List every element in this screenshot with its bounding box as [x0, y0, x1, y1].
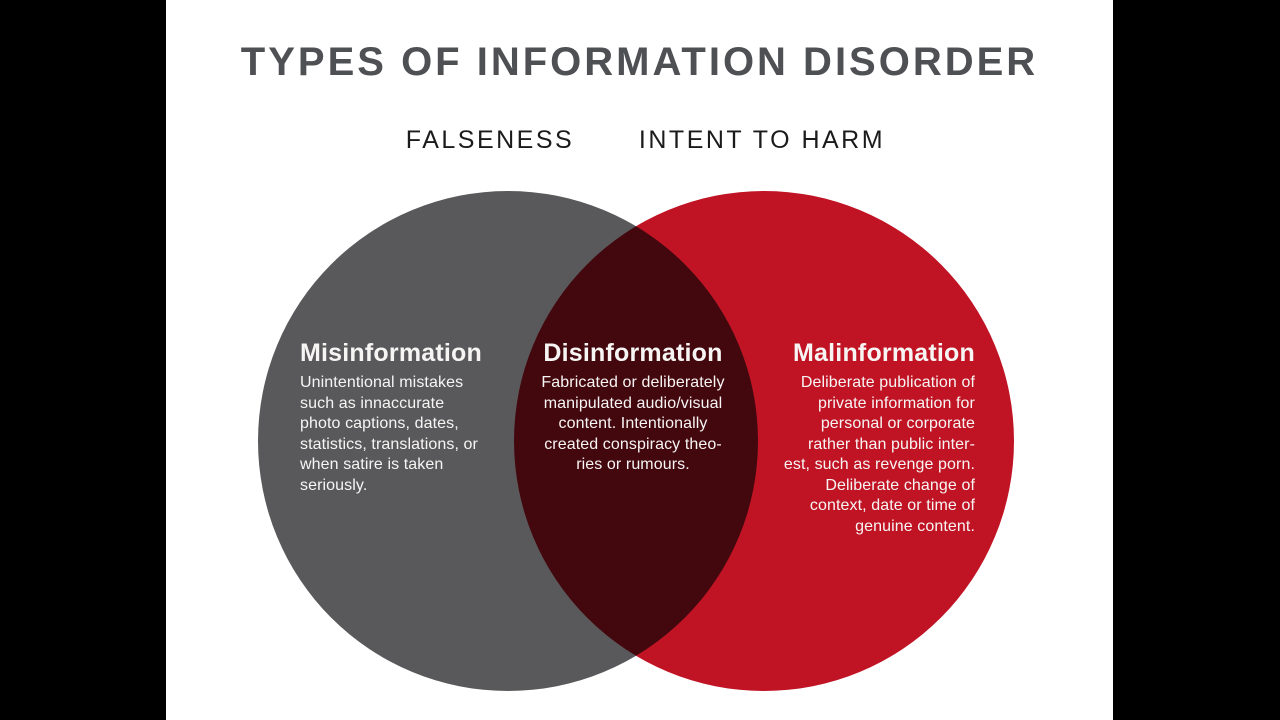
intent-to-harm-axis-label: INTENT TO HARM [638, 126, 886, 154]
falseness-axis-label: FALSENESS [405, 126, 575, 154]
diagram-canvas: TYPES OF INFORMATION DISORDER FALSENESS … [166, 0, 1113, 720]
malinformation-description: Deliberate publication of private inform… [783, 374, 975, 535]
disinformation-description: Fabricated or deliberately manipulated a… [541, 374, 725, 473]
misinformation-heading: Misinformation [300, 339, 482, 367]
malinformation-heading: Malinformation [793, 339, 975, 367]
intent-to-harm-circle [514, 191, 1014, 691]
misinformation-description: Unintentional mistakes such as innaccura… [300, 374, 478, 494]
page-title: TYPES OF INFORMATION DISORDER [240, 40, 1039, 84]
misinformation-zone: Misinformation Unintentional mistakes su… [300, 338, 510, 496]
disinformation-heading: Disinformation [543, 339, 723, 367]
malinformation-zone: Malinformation Deliberate publication of… [745, 338, 975, 537]
disinformation-zone: Disinformation Fabricated or deliberatel… [513, 338, 753, 476]
letterbox-right-bar [1113, 0, 1280, 720]
letterbox-left-bar [0, 0, 166, 720]
